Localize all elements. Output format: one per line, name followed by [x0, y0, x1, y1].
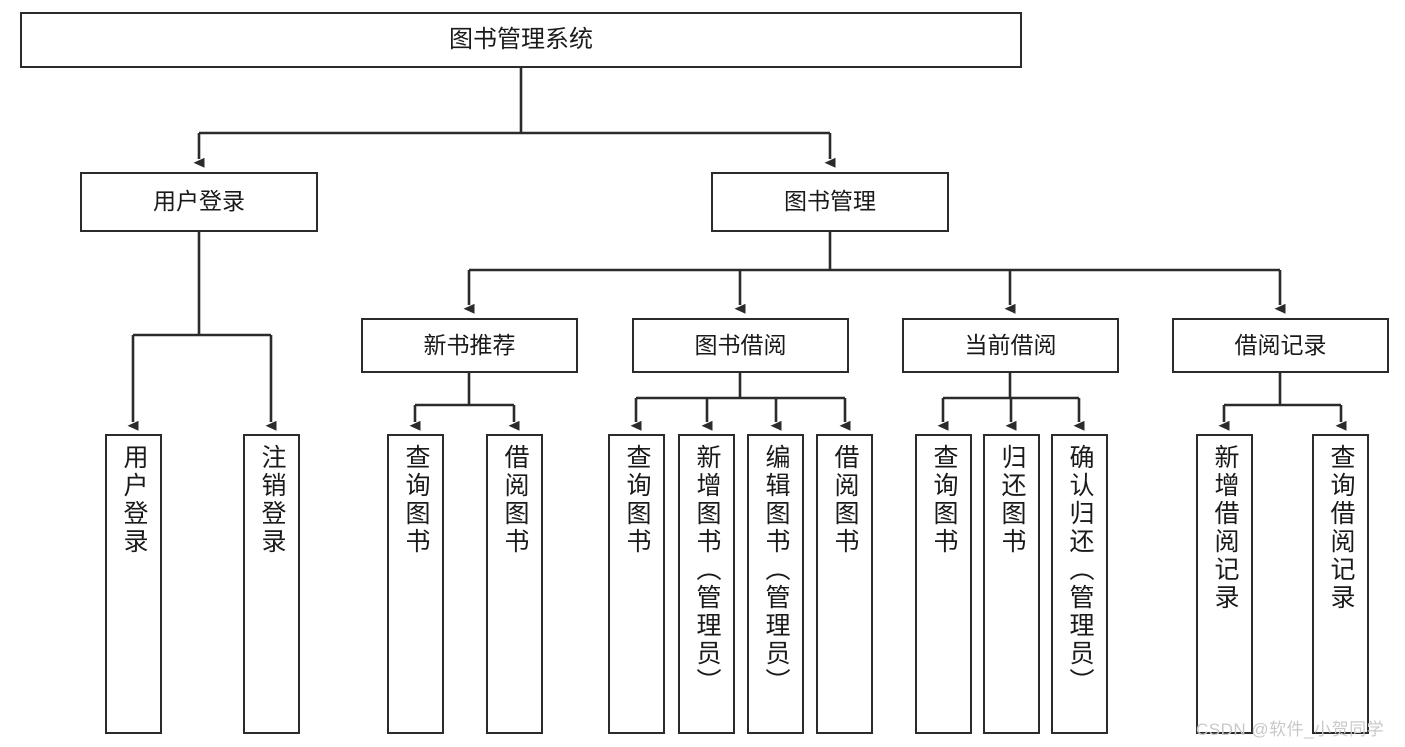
node-label: 编辑图书（管理员）: [762, 444, 790, 696]
node-label: 新增图书（管理员）: [693, 444, 721, 696]
leaf-confirm-return-admin[interactable]: 确认归还（管理员）: [1051, 434, 1108, 734]
node-label: 借阅图书: [501, 444, 529, 556]
leaf-query-book-current[interactable]: 查询图书: [915, 434, 972, 734]
node-label: 用户登录: [120, 444, 148, 556]
node-label: 查询借阅记录: [1327, 444, 1355, 612]
node-new-book-recommend[interactable]: 新书推荐: [361, 318, 578, 373]
node-label: 归还图书: [998, 444, 1026, 556]
leaf-logout[interactable]: 注销登录: [243, 434, 300, 734]
leaf-query-book-recommend[interactable]: 查询图书: [387, 434, 444, 734]
leaf-add-book-admin[interactable]: 新增图书（管理员）: [678, 434, 735, 734]
node-label: 新书推荐: [423, 331, 516, 358]
node-label: 借阅图书: [831, 444, 859, 556]
node-borrow-records[interactable]: 借阅记录: [1172, 318, 1389, 373]
node-label: 当前借阅: [964, 331, 1057, 358]
node-user-login[interactable]: 用户登录: [80, 172, 318, 232]
node-label: 查询图书: [623, 444, 651, 556]
leaf-query-book-borrow[interactable]: 查询图书: [608, 434, 665, 734]
node-label: 查询图书: [402, 444, 430, 556]
node-label: 图书管理: [784, 188, 876, 215]
leaf-borrow-book-recommend[interactable]: 借阅图书: [486, 434, 543, 734]
node-label: 注销登录: [258, 444, 286, 556]
node-label: 借阅记录: [1234, 331, 1327, 358]
node-book-management[interactable]: 图书管理: [711, 172, 949, 232]
leaf-edit-book-admin[interactable]: 编辑图书（管理员）: [747, 434, 804, 734]
node-label: 图书借阅: [694, 331, 787, 358]
leaf-return-book[interactable]: 归还图书: [983, 434, 1040, 734]
csdn-watermark: CSDN @软件_小贺同学: [1196, 720, 1385, 739]
leaf-user-login[interactable]: 用户登录: [105, 434, 162, 734]
node-label: 确认归还（管理员）: [1066, 444, 1094, 696]
node-label: 用户登录: [153, 188, 245, 215]
node-label: 图书管理系统: [449, 25, 593, 53]
leaf-borrow-book[interactable]: 借阅图书: [816, 434, 873, 734]
leaf-query-borrow-record[interactable]: 查询借阅记录: [1312, 434, 1369, 734]
node-label: 新增借阅记录: [1211, 444, 1239, 612]
node-root-system[interactable]: 图书管理系统: [20, 12, 1022, 68]
node-book-borrow[interactable]: 图书借阅: [632, 318, 849, 373]
node-label: 查询图书: [930, 444, 958, 556]
leaf-add-borrow-record[interactable]: 新增借阅记录: [1196, 434, 1253, 734]
node-current-borrow[interactable]: 当前借阅: [902, 318, 1119, 373]
